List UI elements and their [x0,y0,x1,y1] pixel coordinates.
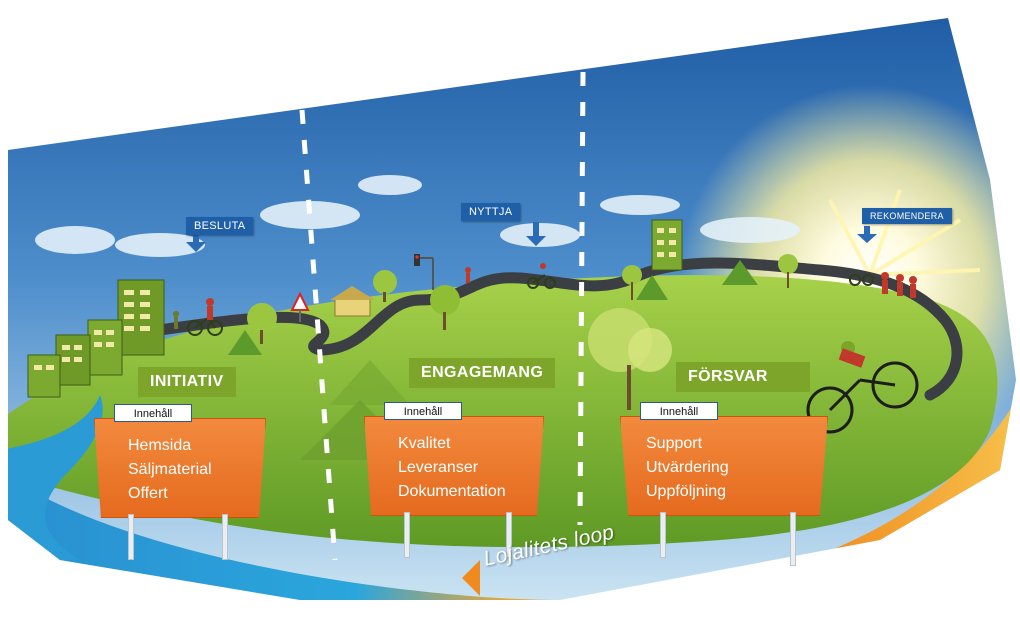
sign-board [94,418,266,518]
building-icon [651,219,683,271]
sign-post [506,512,512,558]
sign-post [790,512,796,566]
sign-tab: Innehåll [640,402,718,420]
sign-tab: Innehåll [384,402,462,420]
sign-post [222,514,228,560]
sign-post [128,514,134,560]
sign-item: Offert [128,485,168,502]
cyclist-icon [187,274,919,434]
phase-title-initiativ: INITIATIV [138,367,236,397]
loyalty-loop-band [8,400,1016,600]
flag-besluta: BESLUTA [186,217,254,235]
sign-item: Säljmaterial [128,461,212,478]
sign-items: Kvalitet Leveranser Dokumentation [398,432,506,504]
phase-title-engagemang: ENGAGEMANG [409,358,556,388]
sign-post [404,512,410,558]
flag-rekomendera: REKOMENDERA [862,208,952,224]
sign-item: Hemsida [128,437,192,454]
sign-items: Support Utvärdering Uppföljning [646,432,729,504]
warning-sign-icon [290,291,310,322]
sign-item: Utvärdering [646,459,729,476]
sign-forsvar: Innehåll Support Utvärdering Uppföljning [620,402,830,570]
sign-post [660,512,666,558]
sign-engagemang: Innehåll Kvalitet Leveranser Dokumentati… [364,402,544,562]
sign-items: Hemsida Säljmaterial Offert [128,434,212,506]
arrow-left-icon [462,560,480,596]
sign-board [364,416,544,516]
sign-board [620,416,828,516]
sign-item: Dokumentation [398,483,506,500]
sign-item: Support [646,435,703,452]
people-icon [173,263,917,368]
sign-item: Uppföljning [646,483,727,500]
cloud-icon [35,175,800,257]
sign-tab: Innehåll [114,404,192,422]
phase-title-forsvar: FÖRSVAR [676,362,810,392]
tree-icon [228,254,798,460]
flag-nyttja: NYTTJA [461,203,521,221]
river [8,395,103,560]
sign-initiativ: Innehåll Hemsida Säljmaterial Offert [94,404,270,564]
sign-item: Kvalitet [398,435,451,452]
house-icon [330,286,375,317]
traffic-light-icon [414,254,434,290]
arrow-down-icon [186,222,877,252]
building-icon [27,279,165,398]
sign-item: Leveranser [398,459,479,476]
